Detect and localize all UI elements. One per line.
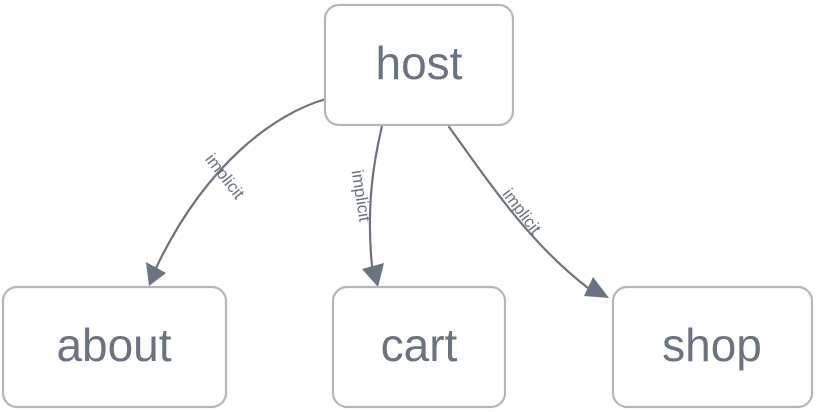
edge-host-shop[interactable]: implicit (447, 125, 609, 298)
edge-host-about-label: implicit (201, 150, 248, 203)
edge-host-cart[interactable]: implicit (348, 124, 384, 287)
node-shop-box (611, 285, 814, 409)
edge-host-about-path (154, 97, 328, 270)
node-about[interactable]: about (1, 285, 228, 409)
node-cart-label: cart (381, 319, 458, 371)
node-shop[interactable]: shop (611, 285, 814, 409)
nodes-layer: host about cart shop (1, 3, 814, 409)
edge-host-shop-path (447, 125, 590, 290)
edge-host-shop-label: implicit (499, 185, 546, 238)
node-about-box (1, 285, 228, 409)
node-cart[interactable]: cart (331, 285, 507, 409)
node-shop-label: shop (662, 319, 762, 371)
node-cart-box (331, 285, 507, 409)
edge-host-cart-path (368, 124, 384, 268)
edge-host-cart-arrowhead (362, 263, 384, 287)
node-host[interactable]: host (323, 3, 515, 127)
edge-host-about-arrowhead (146, 262, 166, 286)
edge-host-about[interactable]: implicit (146, 97, 328, 286)
node-about-label: about (56, 319, 171, 371)
edges-layer: implicit implicit implicit (146, 97, 609, 298)
node-host-box (323, 3, 515, 127)
node-host-label: host (376, 37, 463, 89)
edge-host-cart-label: implicit (348, 169, 375, 224)
edge-host-shop-arrowhead (584, 277, 609, 298)
